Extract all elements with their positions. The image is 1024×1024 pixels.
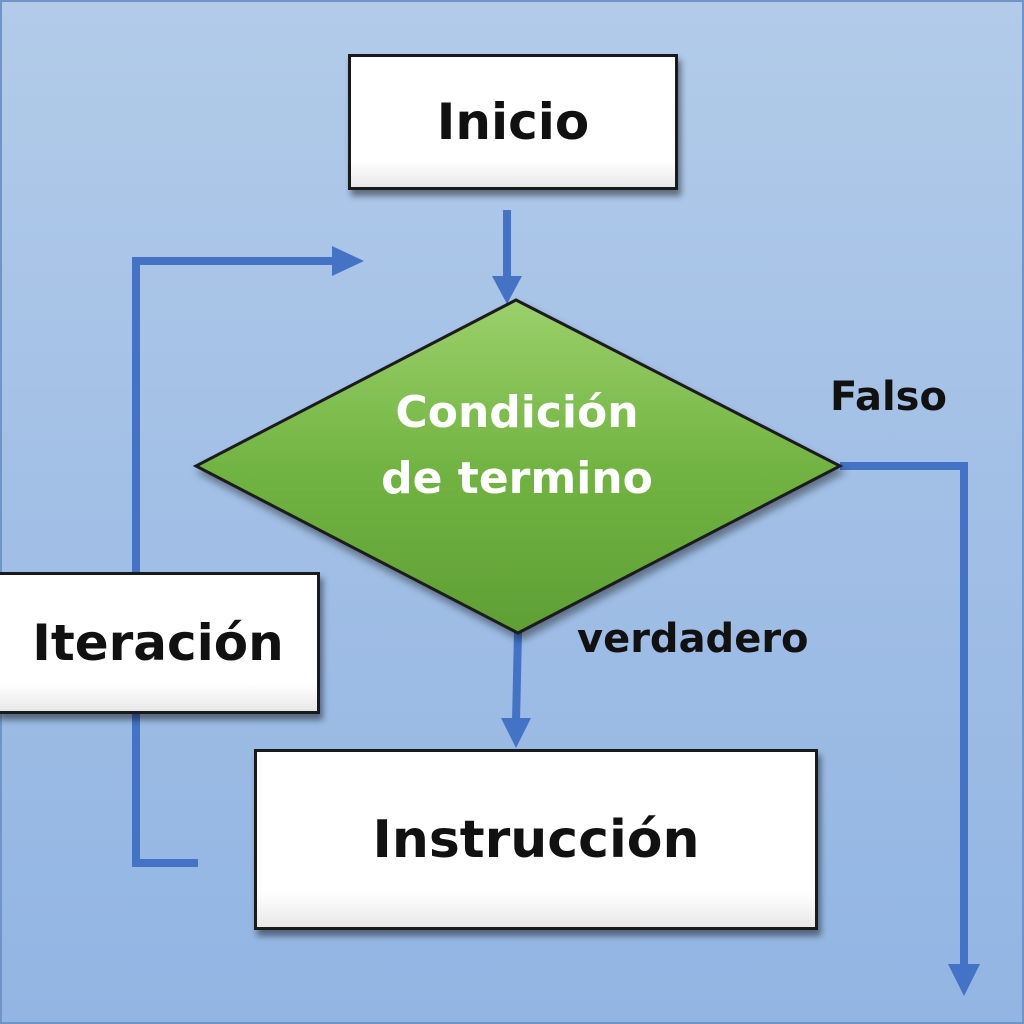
arrowhead-start-to-condition (492, 276, 522, 304)
condition-diamond (192, 298, 844, 635)
iteration-label: Iteración (32, 614, 284, 672)
true-label: verdadero (577, 616, 809, 662)
instruction-label: Instrucción (372, 809, 700, 870)
iteration-box: Iteración (0, 572, 320, 714)
condition-label: Condición de termino (332, 380, 702, 512)
true-branch-connector (512, 631, 522, 723)
condition-label-line1: Condición (395, 387, 639, 438)
arrowhead-true-branch (501, 718, 531, 748)
instruction-box: Instrucción (254, 749, 818, 930)
start-box: Inicio (348, 54, 678, 190)
start-label: Inicio (436, 93, 590, 151)
arrowhead-loop-back (332, 246, 364, 276)
condition-label-line2: de termino (381, 453, 653, 504)
false-branch-connector (840, 462, 968, 968)
loop-back-connector (132, 257, 334, 867)
false-label: Falso (830, 374, 947, 420)
arrowhead-false-branch (948, 964, 980, 996)
